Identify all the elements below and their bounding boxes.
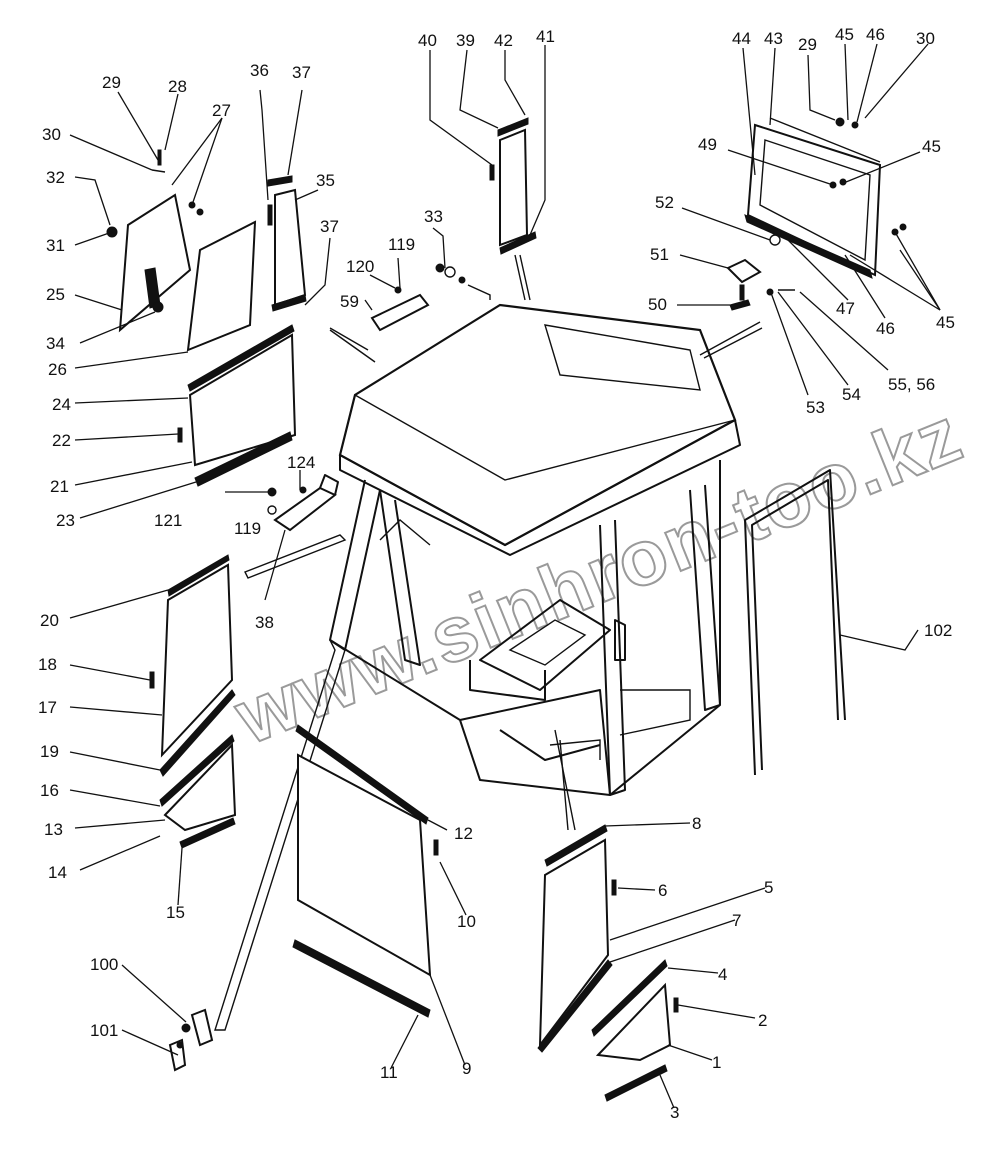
bracket-59: [329, 286, 430, 363]
callout-39: 39: [456, 31, 475, 50]
callout-27: 27: [212, 101, 231, 120]
callout-121: 121: [154, 511, 182, 530]
callout-29a: 29: [102, 73, 121, 92]
glass-21: [177, 324, 297, 487]
callout-6: 6: [658, 881, 667, 900]
callout-46b: 46: [876, 319, 895, 338]
callout-41: 41: [536, 27, 555, 46]
glass-26: [186, 220, 257, 352]
callout-29b: 29: [798, 35, 817, 54]
glass-5: [537, 824, 617, 1053]
rear-window: [699, 117, 907, 359]
callout-51: 51: [650, 245, 669, 264]
callout-45a: 45: [835, 25, 854, 44]
glass-16: [159, 734, 237, 849]
callout-28: 28: [168, 77, 187, 96]
callout-35: 35: [316, 171, 335, 190]
callout-5: 5: [764, 878, 773, 897]
callout-43: 43: [764, 29, 783, 48]
callout-52: 52: [655, 193, 674, 212]
callout-3: 3: [670, 1103, 679, 1122]
callout-16: 16: [40, 781, 59, 800]
callout-37a: 37: [292, 63, 311, 82]
callout-34: 34: [46, 334, 65, 353]
callout-26: 26: [48, 360, 67, 379]
callout-7: 7: [732, 911, 741, 930]
glass-1: [591, 959, 679, 1102]
callout-54: 54: [842, 385, 861, 404]
callout-11: 11: [380, 1063, 398, 1082]
callout-25: 25: [46, 285, 65, 304]
callout-40: 40: [418, 31, 437, 50]
callout-59: 59: [340, 292, 359, 311]
glass-35: [267, 175, 307, 312]
leader-lines: [69, 43, 941, 1109]
callout-100: 100: [90, 955, 118, 974]
callout-15: 15: [166, 903, 185, 922]
callout-13: 13: [44, 820, 63, 839]
handles: [168, 1008, 214, 1072]
callout-21: 21: [50, 477, 69, 496]
callout-30b: 30: [916, 29, 935, 48]
callout-101: 101: [90, 1021, 118, 1040]
callout-8: 8: [692, 814, 701, 833]
callout-9: 9: [462, 1059, 471, 1078]
callout-4: 4: [718, 965, 727, 984]
callout-53: 53: [806, 398, 825, 417]
callout-124: 124: [287, 453, 315, 472]
callout-32: 32: [46, 168, 65, 187]
callout-119a: 119: [388, 235, 415, 254]
glass-17: [149, 554, 236, 777]
callout-labels: 1 2 3 4 5 6 7 8 9 10 11 12 13 14 15 16 1…: [38, 25, 955, 1122]
callout-37b: 37: [320, 217, 339, 236]
callout-10: 10: [457, 912, 476, 931]
rear-seal: [744, 469, 846, 776]
callout-120: 120: [346, 257, 374, 276]
callout-42: 42: [494, 31, 513, 50]
callout-12: 12: [454, 824, 473, 843]
glass-9: [292, 724, 439, 1018]
callout-22: 22: [52, 431, 71, 450]
callout-31: 31: [46, 236, 65, 255]
callout-102: 102: [924, 621, 952, 640]
callout-45c: 45: [936, 313, 955, 332]
callout-50: 50: [648, 295, 667, 314]
callout-49: 49: [698, 135, 717, 154]
callout-45b: 45: [922, 137, 941, 156]
cab-assembly: [214, 303, 741, 1031]
callout-19: 19: [40, 742, 59, 761]
callout-24: 24: [52, 395, 71, 414]
callout-47: 47: [836, 299, 855, 318]
callout-18: 18: [38, 655, 57, 674]
callout-2: 2: [758, 1011, 767, 1030]
callout-36: 36: [250, 61, 269, 80]
callout-20: 20: [40, 611, 59, 630]
callout-14: 14: [48, 863, 67, 882]
callout-44: 44: [732, 29, 751, 48]
callout-17: 17: [38, 698, 57, 717]
callout-38: 38: [255, 613, 274, 632]
callout-46a: 46: [866, 25, 885, 44]
callout-119b: 119: [234, 519, 261, 538]
callout-30a: 30: [42, 125, 61, 144]
left-upper-window: [106, 149, 204, 333]
callout-55-56: 55, 56: [888, 375, 935, 394]
latch-51: [726, 234, 795, 311]
callout-33: 33: [424, 207, 443, 226]
callout-1: 1: [712, 1053, 721, 1072]
callout-23: 23: [56, 511, 75, 530]
glass-42: [489, 117, 537, 255]
hinge-33: [435, 254, 531, 301]
